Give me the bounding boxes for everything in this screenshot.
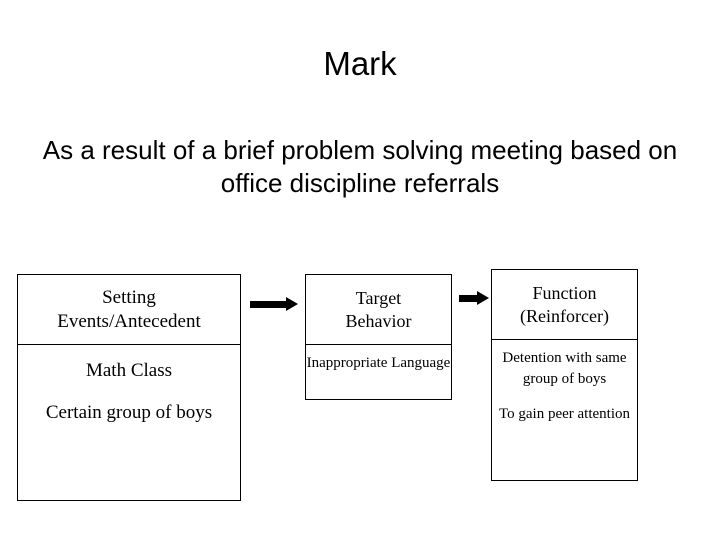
arrow-shaft xyxy=(459,295,478,302)
column-function-header: Function (Reinforcer) xyxy=(492,270,637,340)
column-target-header: Target Behavior xyxy=(306,275,451,345)
arrow-head xyxy=(477,291,489,305)
column-setting-body: Math Class Certain group of boys xyxy=(18,345,240,428)
column-function-reinforcer: Function (Reinforcer) Detention with sam… xyxy=(491,269,638,481)
column-function-item-2: To gain peer attention xyxy=(499,406,630,422)
arrow-shaft xyxy=(250,301,286,308)
column-function-item-1: Detention with same group of boys xyxy=(502,350,627,387)
column-setting-item-2: Certain group of boys xyxy=(45,402,213,423)
column-target-body: Inappropriate Language xyxy=(306,345,451,374)
arrow-right-icon xyxy=(250,297,298,311)
column-setting-header-line1: Setting xyxy=(102,286,156,308)
column-function-header-line2: (Reinforcer) xyxy=(520,305,609,326)
column-setting-events-antecedent: Setting Events/Antecedent Math Class Cer… xyxy=(17,274,241,501)
column-setting-item-1: Math Class xyxy=(85,360,173,381)
column-setting-header-line2: Events/Antecedent xyxy=(57,310,201,332)
slide-subtitle: As a result of a brief problem solving m… xyxy=(42,135,678,198)
column-target-header-line2: Behavior xyxy=(345,310,412,331)
column-target-behavior: Target Behavior Inappropriate Language xyxy=(305,274,452,400)
column-target-item-1: Inappropriate Language xyxy=(306,355,451,371)
column-target-header-line1: Target xyxy=(355,287,402,308)
column-function-body: Detention with same group of boys To gai… xyxy=(492,340,637,425)
arrow-right-icon xyxy=(459,291,489,305)
page-title: Mark xyxy=(323,45,397,82)
column-function-header-line1: Function xyxy=(532,282,597,303)
column-setting-header: Setting Events/Antecedent xyxy=(18,275,240,345)
arrow-head xyxy=(286,297,298,311)
